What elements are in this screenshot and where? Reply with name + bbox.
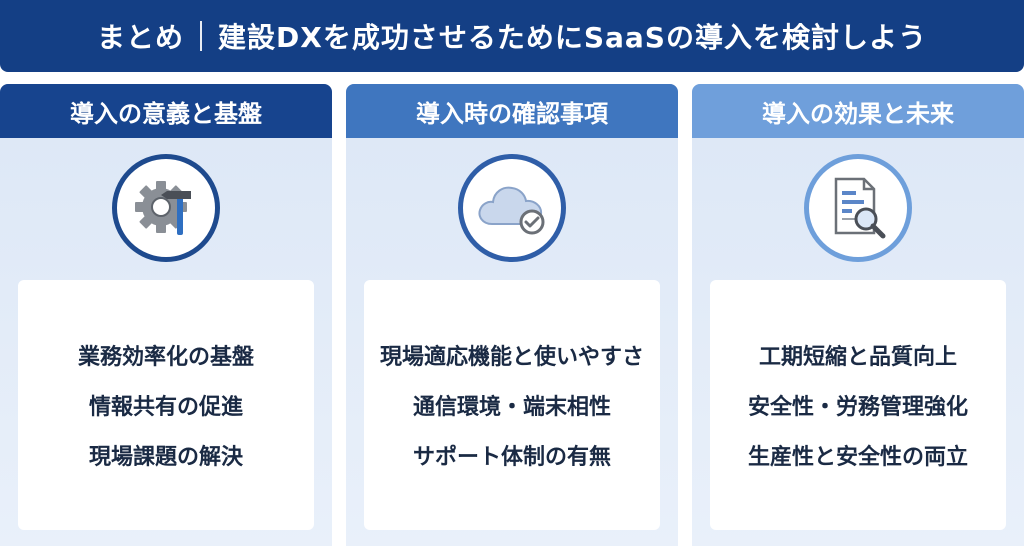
column-significance: 導入の意義と基盤	[0, 84, 332, 546]
list-item: 安全性・労務管理強化	[747, 395, 968, 420]
cloud-check-icon	[478, 186, 545, 235]
title-text: 建設DXを成功させるためにSaaSの導入を検討しよう	[218, 21, 927, 54]
list-item: 工期短縮と品質向上	[758, 345, 957, 370]
list-item: 生産性と安全性の両立	[747, 445, 968, 470]
column-heading: 導入の意義と基盤	[0, 84, 332, 138]
sparkle-icon	[979, 503, 1003, 527]
list-item: 情報共有の促進	[88, 395, 243, 420]
summary-card: 現場適応機能と使いやすさ 通信環境・端末相性 サポート体制の有無	[364, 280, 660, 530]
list-item: 業務効率化の基盤	[77, 345, 254, 370]
column-heading: 導入時の確認事項	[346, 84, 678, 138]
list-item: 現場課題の解決	[88, 445, 243, 470]
title-separator	[200, 21, 203, 51]
page-title: まとめ 建設DXを成功させるためにSaaSの導入を検討しよう	[0, 0, 1024, 72]
summary-card: 業務効率化の基盤 情報共有の促進 現場課題の解決	[18, 280, 314, 530]
list-item: サポート体制の有無	[412, 445, 611, 470]
gear-wrench-icon	[135, 181, 191, 235]
cloud-check-icon-badge	[458, 154, 566, 262]
title-prefix: まとめ	[97, 21, 185, 54]
column-effects: 導入の効果と未来 工期短縮と品質向上 安全性・労務管理強化 生産性と安全性の両立	[692, 84, 1024, 546]
gear-wrench-icon-badge	[112, 154, 220, 262]
document-search-icon-badge	[804, 154, 912, 262]
document-search-icon	[834, 177, 886, 239]
column-heading: 導入の効果と未来	[692, 84, 1024, 138]
column-checkpoints: 導入時の確認事項 現場適応機能と使いやすさ 通信環境・端末相性 サポート体制の有…	[346, 84, 678, 546]
list-item: 現場適応機能と使いやすさ	[379, 345, 644, 370]
summary-card: 工期短縮と品質向上 安全性・労務管理強化 生産性と安全性の両立	[710, 280, 1006, 530]
list-item: 通信環境・端末相性	[412, 395, 611, 420]
